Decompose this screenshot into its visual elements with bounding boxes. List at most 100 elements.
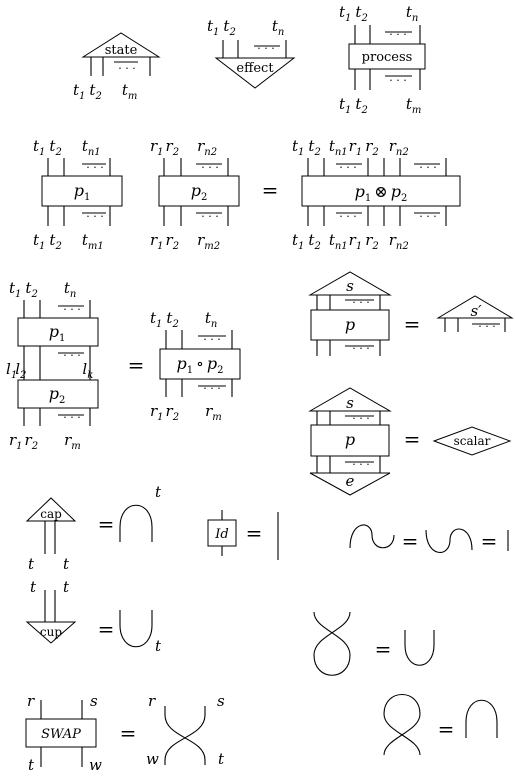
compose-p1-box [17,317,99,347]
state-label: state [105,43,138,58]
effect-dots: · · · [257,42,274,55]
twisted-cup-right [404,630,435,666]
swap-cross-1 [164,706,206,765]
tensor-result-box [301,175,461,207]
cup-result-t: t [155,637,162,655]
swap-label: SWAP [41,727,81,742]
tensor-p1-box [41,175,123,207]
tensor-result-bot-dots-1: · · · [339,210,356,223]
compose-p1-label: p1 [49,322,66,344]
sc-state-label: s [346,394,354,412]
process-bot-dots: · · · [389,74,406,87]
sc-effect-triangle [309,472,391,496]
snake-equation: = = [349,524,509,553]
tensor-result-top-dots-1: · · · [339,161,356,174]
cap-right-t: t [63,555,70,573]
swap-result-s: s [217,692,225,710]
twisted-cup-equation: = [313,611,435,676]
snake-z-curve [425,528,473,553]
sc-top-dots: · · · [352,412,369,425]
sp-state-triangle [308,271,392,296]
swap-equals: = [120,721,137,745]
cup-triangle [25,621,77,644]
compose-result-bot-dots: · · · [203,382,220,395]
tensor-p2-top-dots: · · · [201,161,218,174]
cap-arc [119,504,153,542]
tensor-result-label: p1⊗p2 [355,182,408,204]
effect-label: effect [236,61,274,76]
twisted-cap-equals: = [438,717,455,741]
process-box [348,43,426,70]
swap-equation: r s SWAP t w = r s w t [25,692,225,774]
process-label: process [362,50,413,65]
compose-equals: = [128,353,145,377]
tensor-p1-top-dots: · · · [86,161,103,174]
compose-p2-box [17,379,99,409]
swap-s: s [90,692,98,710]
swap-cross-2 [164,706,206,765]
swap-result-t: t [218,750,225,768]
sp-bot-dots: · · · [352,342,369,355]
cup-label: cup [40,625,62,639]
tensor-equals: = [262,178,279,202]
tensor-p2-label: p2 [191,181,208,203]
compose-p2-label: p2 [49,384,66,406]
twisted-cup-left [313,611,351,676]
swap-box [25,718,97,748]
cap-triangle [25,497,77,522]
identity-equation: Id = [207,510,279,560]
cap-result-t: t [155,483,162,501]
effect-triangle [214,57,296,89]
tensor-p2-bot-dots: · · · [201,210,218,223]
cup-right-t: t [63,578,70,596]
state-process-equation: s · · · p · · · = s′ · · · [308,271,514,356]
sp-process-label: p [345,315,355,334]
sc-process-box [310,424,390,457]
cup-arc [119,610,153,648]
twisted-cap-right [465,699,498,738]
sp-state-label: s [346,277,354,295]
id-equals: = [246,521,263,545]
cap-equals: = [98,512,115,536]
compose-top-dots: · · · [63,303,80,316]
scalar-diamond [432,426,512,456]
swap-result-w: w [146,750,159,768]
tensor-result-top-dots-2: · · · [419,161,436,174]
sp-result-triangle [436,295,514,319]
tensor-result-bot-dots-2: · · · [419,210,436,223]
sc-state-triangle [308,387,392,412]
compose-mid-dots: · · · [63,349,80,362]
id-label: Id [214,527,228,542]
sc-equals: = [404,427,421,451]
state-triangle [81,32,161,58]
id-box [207,519,237,547]
swap-w: w [89,756,102,774]
twisted-cup-equals: = [375,637,392,661]
cap-equation: cap t t = t [25,483,162,573]
compose-bot-dots: · · · [63,411,80,424]
sc-effect-label: e [346,472,355,490]
snake-equals-1: = [402,529,419,553]
sp-process-box [310,309,390,341]
tensor-p1-bot-dots: · · · [86,210,103,223]
swap-result-r: r [148,692,156,710]
tensor-p2-box [158,175,240,207]
snake-equals-2: = [481,529,498,553]
sp-equals: = [404,312,421,336]
swap-r: r [27,692,35,710]
